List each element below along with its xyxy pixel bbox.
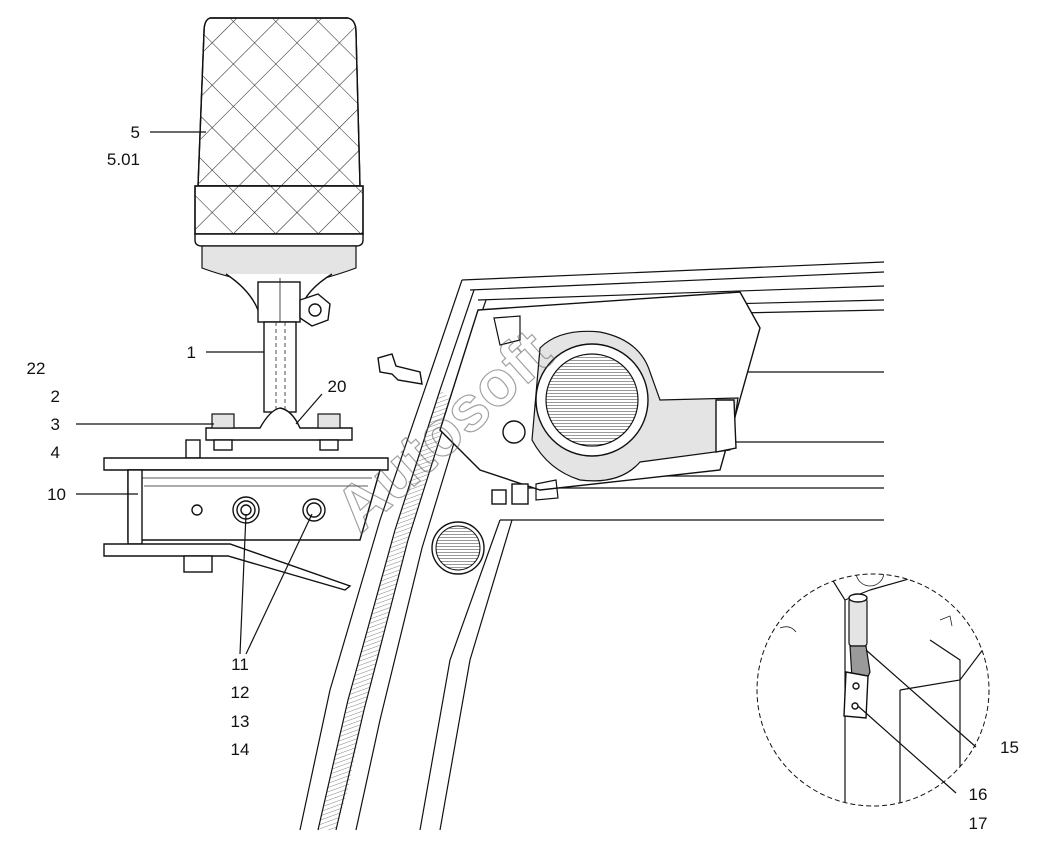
callout-labels: 5 5.01 1 22 2 3 20 4 10 11 12 13 14 15 1… [27, 123, 1019, 833]
cab-frame [299, 261, 885, 831]
callout-5: 5 [131, 123, 140, 142]
bolt-front [232, 496, 260, 524]
grommet [431, 521, 485, 575]
bolt-rear [302, 498, 326, 522]
leader-lines [76, 131, 977, 794]
callout-1: 1 [187, 343, 196, 362]
callout-5-01: 5.01 [107, 150, 140, 169]
callout-16: 16 [969, 785, 988, 804]
callout-12: 12 [231, 683, 250, 702]
callout-22: 22 [27, 359, 46, 378]
callout-15: 15 [1000, 738, 1019, 757]
callout-10: 10 [47, 485, 66, 504]
callout-4: 4 [51, 443, 60, 462]
callout-17: 17 [969, 814, 988, 833]
callout-14: 14 [231, 740, 250, 759]
callout-13: 13 [231, 712, 250, 731]
detail-view [756, 573, 990, 807]
callout-3: 3 [51, 415, 60, 434]
mounting-bracket [103, 407, 389, 591]
beacon-lamp [194, 17, 364, 413]
motor-housing [439, 291, 761, 505]
callout-20: 20 [328, 377, 347, 396]
callout-2: 2 [51, 387, 60, 406]
callout-11: 11 [231, 655, 249, 674]
cable-lug [843, 593, 871, 719]
